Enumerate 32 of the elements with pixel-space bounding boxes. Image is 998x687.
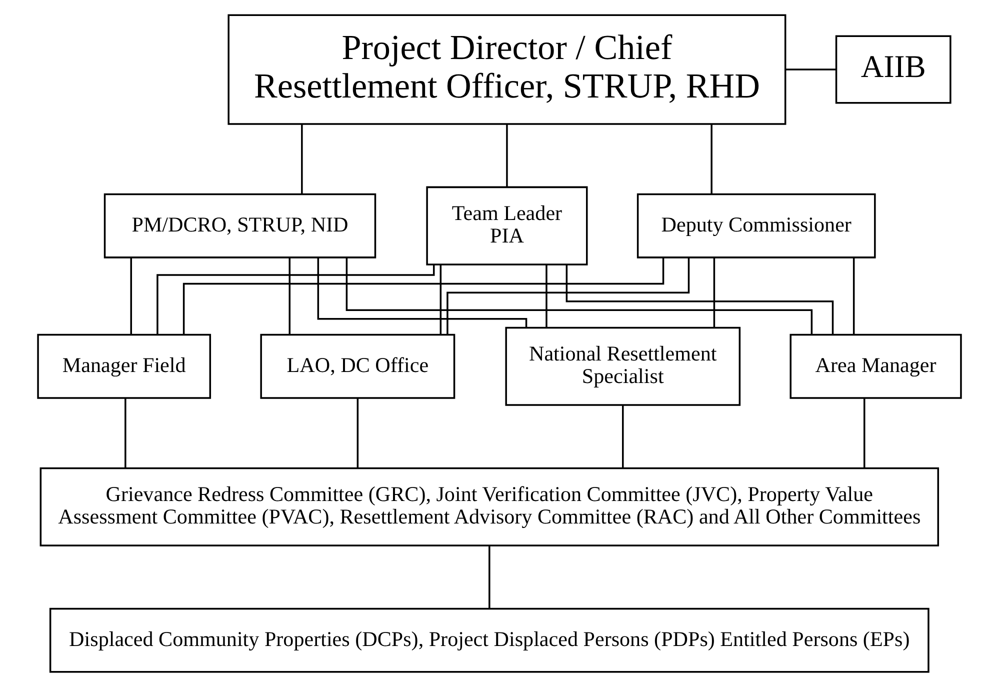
connector	[785, 68, 836, 70]
node-box: Project Director / Chief Resettlement Officer, STRUP, RHD	[227, 14, 786, 125]
connector	[356, 398, 358, 468]
connector	[488, 546, 490, 608]
connector	[506, 124, 508, 188]
connector	[345, 258, 812, 334]
connector	[565, 264, 834, 335]
node-box: Displaced Community Properties (DCPs), Project Displaced Persons (PDPs) Entitled Persons (EPs)	[48, 608, 929, 673]
connector	[130, 258, 132, 335]
node-box: AIIB	[834, 35, 951, 104]
connector	[446, 258, 690, 335]
connector	[300, 124, 302, 194]
node-box: LAO, DC Office	[260, 334, 455, 399]
node-box: Area Manager	[789, 334, 962, 399]
connector	[545, 264, 547, 328]
connector	[710, 124, 712, 194]
connector	[288, 258, 290, 335]
connector	[124, 398, 126, 468]
node-box: Manager Field	[36, 334, 211, 399]
connector	[852, 258, 854, 335]
node-box: Grievance Redress Committee (GRC), Joint Verification Committee (JVC), Property Value Assessment Committee (PVAC), Resettlement Advisory Committee (RAC) and All Other Committees	[39, 467, 939, 546]
connector	[316, 258, 527, 328]
node-box: PM/DCRO, STRUP, NID	[103, 193, 376, 258]
connector	[863, 398, 865, 468]
node-box: Deputy Commissioner	[636, 193, 876, 258]
node-box: Team Leader PIA	[426, 186, 588, 266]
connector	[439, 264, 442, 334]
node-box: National Resettlement Specialist	[504, 326, 740, 406]
connector	[156, 264, 434, 334]
connector	[182, 258, 664, 335]
connector	[622, 405, 624, 468]
connector	[712, 258, 715, 328]
